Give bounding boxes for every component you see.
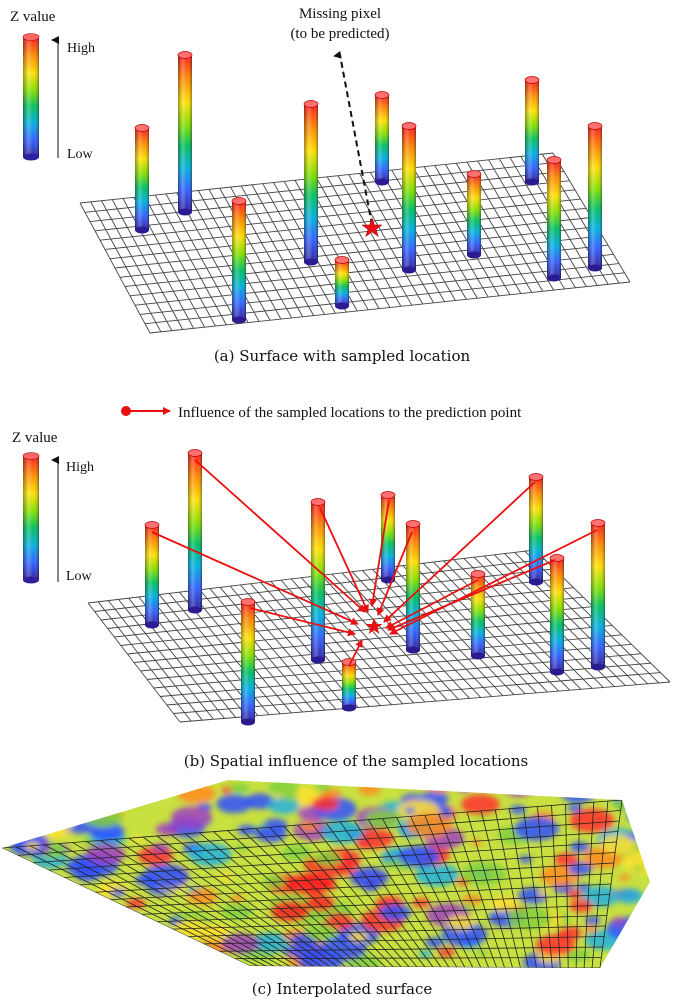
influence-arrow — [376, 531, 413, 616]
sample-column — [401, 122, 417, 274]
grid-line — [84, 161, 559, 213]
grid-line — [89, 170, 565, 223]
sample-column — [524, 76, 540, 186]
grid-line — [48, 831, 618, 871]
influence-arrow — [369, 499, 390, 607]
colorbar-low-a: Low — [67, 147, 94, 162]
grid-line — [172, 915, 607, 930]
sample-column — [470, 570, 486, 660]
colorbar-high-a: High — [67, 41, 95, 56]
sample-column — [374, 91, 390, 186]
grid-line — [127, 606, 593, 655]
influence-arrow — [383, 481, 536, 623]
grid-line — [124, 235, 603, 288]
grid-line — [218, 946, 603, 952]
grid-line — [107, 577, 564, 629]
influence-arrow — [319, 507, 369, 613]
grid-line — [134, 253, 614, 306]
sample-column — [549, 554, 565, 676]
grid-line — [104, 198, 581, 250]
caption-a: (a) Surface with sampled location — [214, 347, 471, 365]
colorbar-b: Z value High Low — [12, 430, 94, 584]
sample-column — [231, 197, 247, 324]
grid-line — [114, 217, 592, 269]
colorbar-title-b: Z value — [12, 430, 58, 446]
grid-line — [109, 207, 587, 260]
colorbar-title-a: Z value — [10, 9, 56, 25]
sample-columns-a — [134, 51, 603, 324]
sample-column — [144, 521, 160, 629]
sample-column — [240, 598, 256, 726]
grid-line — [63, 841, 617, 878]
sample-column — [177, 51, 193, 216]
missing-pixel-label-line2: (to be predicted) — [290, 26, 389, 42]
grid-line — [140, 624, 613, 672]
prediction-point-star-b — [365, 618, 383, 634]
grid-line — [79, 852, 616, 886]
grid-line — [110, 873, 613, 901]
grid-line — [101, 568, 555, 621]
influence-arrow — [385, 579, 479, 629]
grid-line — [114, 587, 574, 638]
sample-column — [590, 519, 606, 671]
grid-line — [166, 662, 651, 706]
grid-line — [141, 894, 610, 915]
grid-line — [156, 904, 609, 923]
legend-dot — [121, 406, 131, 416]
grid-line — [234, 957, 602, 960]
colorbar-a: Z value High Low — [10, 9, 95, 162]
caption-c: (c) Interpolated surface — [252, 980, 433, 998]
influence-arrow — [194, 459, 366, 613]
grid-line — [139, 263, 620, 315]
grid-line — [129, 244, 609, 297]
sample-column — [528, 473, 544, 586]
sample-column — [334, 256, 350, 310]
sample-column — [303, 100, 319, 266]
influence-legend: Influence of the sampled locations to th… — [121, 405, 522, 421]
grid-surface-c — [2, 799, 623, 968]
caption-b: (b) Spatial influence of the sampled loc… — [184, 752, 529, 770]
sample-column — [341, 658, 357, 712]
grid-line — [99, 189, 576, 241]
influence-arrow — [249, 607, 356, 637]
grid-line — [32, 820, 620, 864]
influence-arrow — [387, 559, 556, 631]
panel-b: Influence of the sampled locations to th… — [12, 405, 671, 770]
grid-line — [144, 272, 625, 325]
influence-arrow — [151, 531, 359, 625]
grid-line — [179, 681, 671, 723]
grid-line — [119, 226, 598, 278]
sample-column — [466, 170, 482, 259]
grid-line — [2, 799, 623, 849]
sample-column — [546, 156, 562, 282]
grid-line — [187, 925, 606, 937]
sample-columns-b — [144, 449, 606, 726]
sample-column — [310, 498, 326, 664]
grid-line — [94, 862, 614, 893]
grid-line — [125, 883, 612, 908]
influence-arrows — [151, 459, 598, 667]
sample-column — [380, 491, 396, 584]
grid-line — [147, 634, 622, 680]
missing-pixel-pointer — [333, 50, 373, 226]
grid-line — [133, 615, 603, 663]
sample-column — [134, 124, 150, 234]
grid-surface-b — [87, 549, 671, 723]
influence-arrow — [348, 639, 363, 667]
grid-line — [94, 180, 570, 232]
colorbar-low-b: Low — [66, 569, 93, 584]
grid-line — [203, 936, 605, 945]
grid-line — [149, 281, 631, 334]
panel-a: Missing pixel (to be predicted) Z value … — [10, 6, 631, 365]
missing-pixel-label-line1: Missing pixel — [299, 6, 381, 22]
sample-column — [587, 122, 603, 272]
sample-column — [187, 449, 203, 614]
panel-c: (c) Interpolated surface — [2, 780, 650, 998]
legend-label: Influence of the sampled locations to th… — [178, 405, 522, 421]
colorbar-high-b: High — [66, 460, 94, 475]
missing-pixel-star — [361, 217, 383, 238]
grid-line — [17, 810, 621, 856]
influence-arrow — [389, 529, 598, 635]
